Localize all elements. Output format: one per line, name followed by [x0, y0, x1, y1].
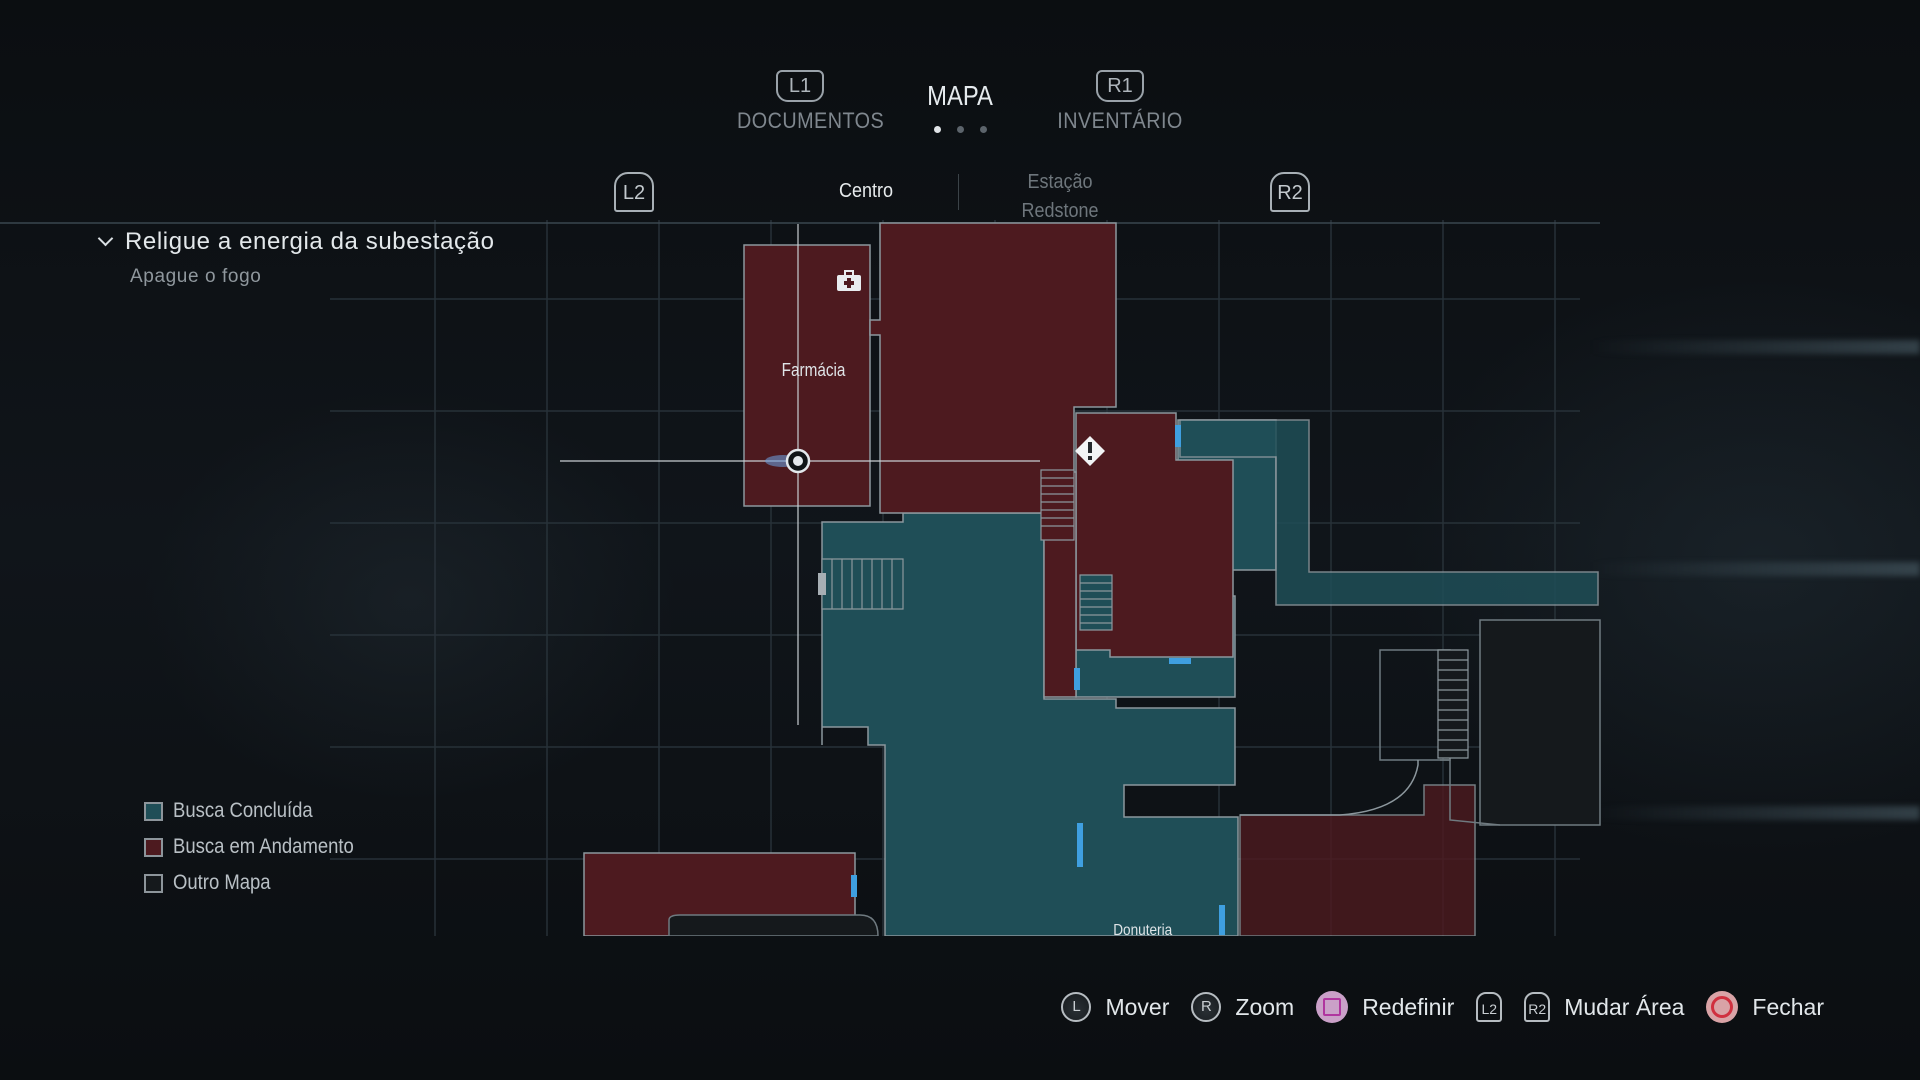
- control-label: Mudar Área: [1564, 993, 1685, 1020]
- legend-swatch: [144, 837, 163, 857]
- chevron-down-icon[interactable]: [97, 230, 114, 247]
- objective-sub: Apague o fogo: [130, 266, 262, 287]
- map-canvas: [0, 220, 1601, 936]
- first-aid-icon: [837, 270, 861, 291]
- tab-documents[interactable]: L1 DOCUMENTOS: [730, 70, 885, 134]
- background-streak: [1590, 806, 1920, 820]
- legend-label: Outro Mapa: [173, 871, 271, 894]
- legend-item-completed: Busca Concluída: [144, 793, 378, 829]
- control-label: Zoom: [1235, 993, 1295, 1020]
- area-divider: [958, 174, 959, 210]
- map-label-pharmacy: Farmácia: [781, 360, 846, 380]
- control-close[interactable]: Fechar: [1706, 991, 1824, 1023]
- page-dot-active: [933, 126, 941, 133]
- l1-button-icon: L1: [776, 70, 824, 102]
- control-hints: L Mover R Zoom Redefinir L2 R2 Mudar Áre…: [1039, 985, 1824, 1029]
- tab-map-label: MAPA: [927, 80, 993, 111]
- r2-trigger-icon: R2: [1524, 992, 1551, 1022]
- tab-map[interactable]: MAPA: [900, 70, 1020, 138]
- control-label: Mover: [1105, 993, 1170, 1020]
- legend-swatch: [144, 801, 163, 821]
- control-zoom[interactable]: R Zoom: [1191, 992, 1294, 1022]
- control-reset[interactable]: Redefinir: [1316, 991, 1454, 1023]
- control-move[interactable]: L Mover: [1061, 992, 1169, 1022]
- r2-trigger-icon[interactable]: R2: [1270, 172, 1310, 212]
- control-label: Redefinir: [1362, 993, 1455, 1020]
- area-selector: L2 Centro Estação Redstone Street R2: [0, 168, 1920, 251]
- legend-item-in-progress: Busca em Andamento: [144, 829, 378, 865]
- map-stairs: [821, 469, 1469, 759]
- warning-icon: [1075, 436, 1105, 466]
- control-l2[interactable]: L2: [1476, 992, 1503, 1022]
- map-doors: [851, 425, 1225, 935]
- page-dot: [956, 126, 964, 133]
- circle-button-icon: [1706, 991, 1739, 1023]
- right-stick-icon: R: [1191, 992, 1222, 1022]
- control-change-area[interactable]: R2 Mudar Área: [1524, 992, 1684, 1022]
- control-label: Fechar: [1752, 993, 1824, 1020]
- page-indicator: [900, 120, 1020, 138]
- square-button-icon: [1316, 991, 1349, 1023]
- area-current[interactable]: Centro: [839, 180, 894, 202]
- legend-label: Busca Concluída: [173, 799, 313, 822]
- top-navigation: L1 DOCUMENTOS MAPA R1 INVENTÁRIO: [0, 70, 1920, 150]
- map-view[interactable]: Farmácia Donuteria: [0, 220, 1920, 936]
- map-label-donut-shop: Donuteria: [1113, 922, 1173, 936]
- left-stick-icon: L: [1061, 992, 1092, 1022]
- objective-main: Religue a energia da subestação: [125, 228, 495, 255]
- background-streak: [1590, 562, 1920, 576]
- l2-trigger-icon[interactable]: L2: [614, 172, 654, 212]
- legend-swatch: [144, 873, 163, 893]
- objective-panel: Religue a energia da subestação Apague o…: [97, 228, 495, 288]
- tab-inventory-label: INVENTÁRIO: [1057, 108, 1183, 133]
- tab-inventory[interactable]: R1 INVENTÁRIO: [1050, 70, 1190, 134]
- map-legend: Busca Concluída Busca em Andamento Outro…: [144, 793, 378, 901]
- map-area-other: [668, 619, 1601, 936]
- l2-trigger-icon: L2: [1476, 992, 1503, 1022]
- page-dot: [979, 126, 987, 133]
- map-area-in-progress: [583, 222, 1476, 936]
- legend-item-other-map: Outro Mapa: [144, 865, 378, 901]
- r1-button-icon: R1: [1096, 70, 1144, 102]
- legend-label: Busca em Andamento: [173, 835, 354, 858]
- tab-documents-label: DOCUMENTOS: [737, 108, 885, 133]
- background-streak: [1590, 340, 1920, 354]
